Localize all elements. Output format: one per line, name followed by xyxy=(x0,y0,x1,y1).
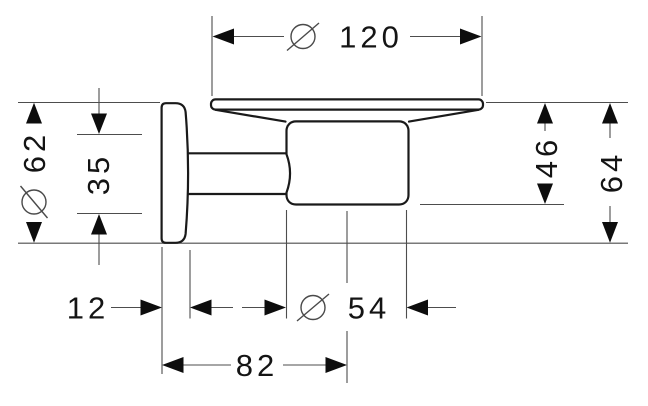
arrowhead-down-icon xyxy=(26,222,42,243)
dim-projection-group: 82 xyxy=(162,211,348,383)
arrowhead-right-icon xyxy=(264,299,286,316)
diameter-symbol-icon xyxy=(286,22,320,52)
dim-label-54: 54 xyxy=(348,291,390,326)
dim-label-12: 12 xyxy=(67,291,109,326)
holder-cup xyxy=(285,120,410,206)
dim-cup-diameter-group: 54 xyxy=(242,210,456,326)
dish-underside-taper-left xyxy=(214,108,287,123)
arrowhead-right-icon xyxy=(140,299,162,316)
arrowhead-right-icon xyxy=(460,28,482,45)
dim-inner-spacing-group: 35 xyxy=(77,88,142,265)
diameter-symbol-icon xyxy=(19,185,49,219)
dim-label-82: 82 xyxy=(236,348,278,383)
dim-plate-thickness-group: 12 xyxy=(67,247,233,374)
dim-label-120: 120 xyxy=(339,20,403,55)
soap-dish-plate xyxy=(209,98,485,111)
arrowhead-up-icon xyxy=(537,103,553,124)
dim-dish-diameter-group: 120 xyxy=(211,16,483,96)
dim-label-64: 64 xyxy=(594,151,629,193)
arrowhead-left-icon xyxy=(212,28,234,45)
arrowhead-left-icon xyxy=(190,299,212,316)
arrowhead-down-icon xyxy=(602,222,618,243)
wall-mount-plate xyxy=(160,102,190,244)
arrowhead-left-icon xyxy=(406,299,428,316)
arrowhead-up-icon xyxy=(602,103,618,124)
diameter-symbol-icon xyxy=(296,293,330,322)
arrowhead-down-icon xyxy=(537,183,553,204)
dish-underside-taper-right xyxy=(407,108,480,123)
dim-wall-plate-diameter-group: 62 xyxy=(17,102,52,243)
arrowhead-down-icon xyxy=(91,113,107,134)
dim-cup-depth-group: 46 xyxy=(420,103,564,206)
arrowhead-up-icon xyxy=(91,214,107,235)
arrowhead-up-icon xyxy=(26,102,42,124)
dim-label-46: 46 xyxy=(529,136,564,178)
arrowhead-left-icon xyxy=(162,357,184,373)
dim-label-62: 62 xyxy=(17,131,52,173)
dim-total-depth-group: 64 xyxy=(594,103,629,243)
product-outline-group xyxy=(160,98,485,244)
dim-label-35: 35 xyxy=(81,153,116,195)
arrowhead-right-icon xyxy=(325,357,347,373)
